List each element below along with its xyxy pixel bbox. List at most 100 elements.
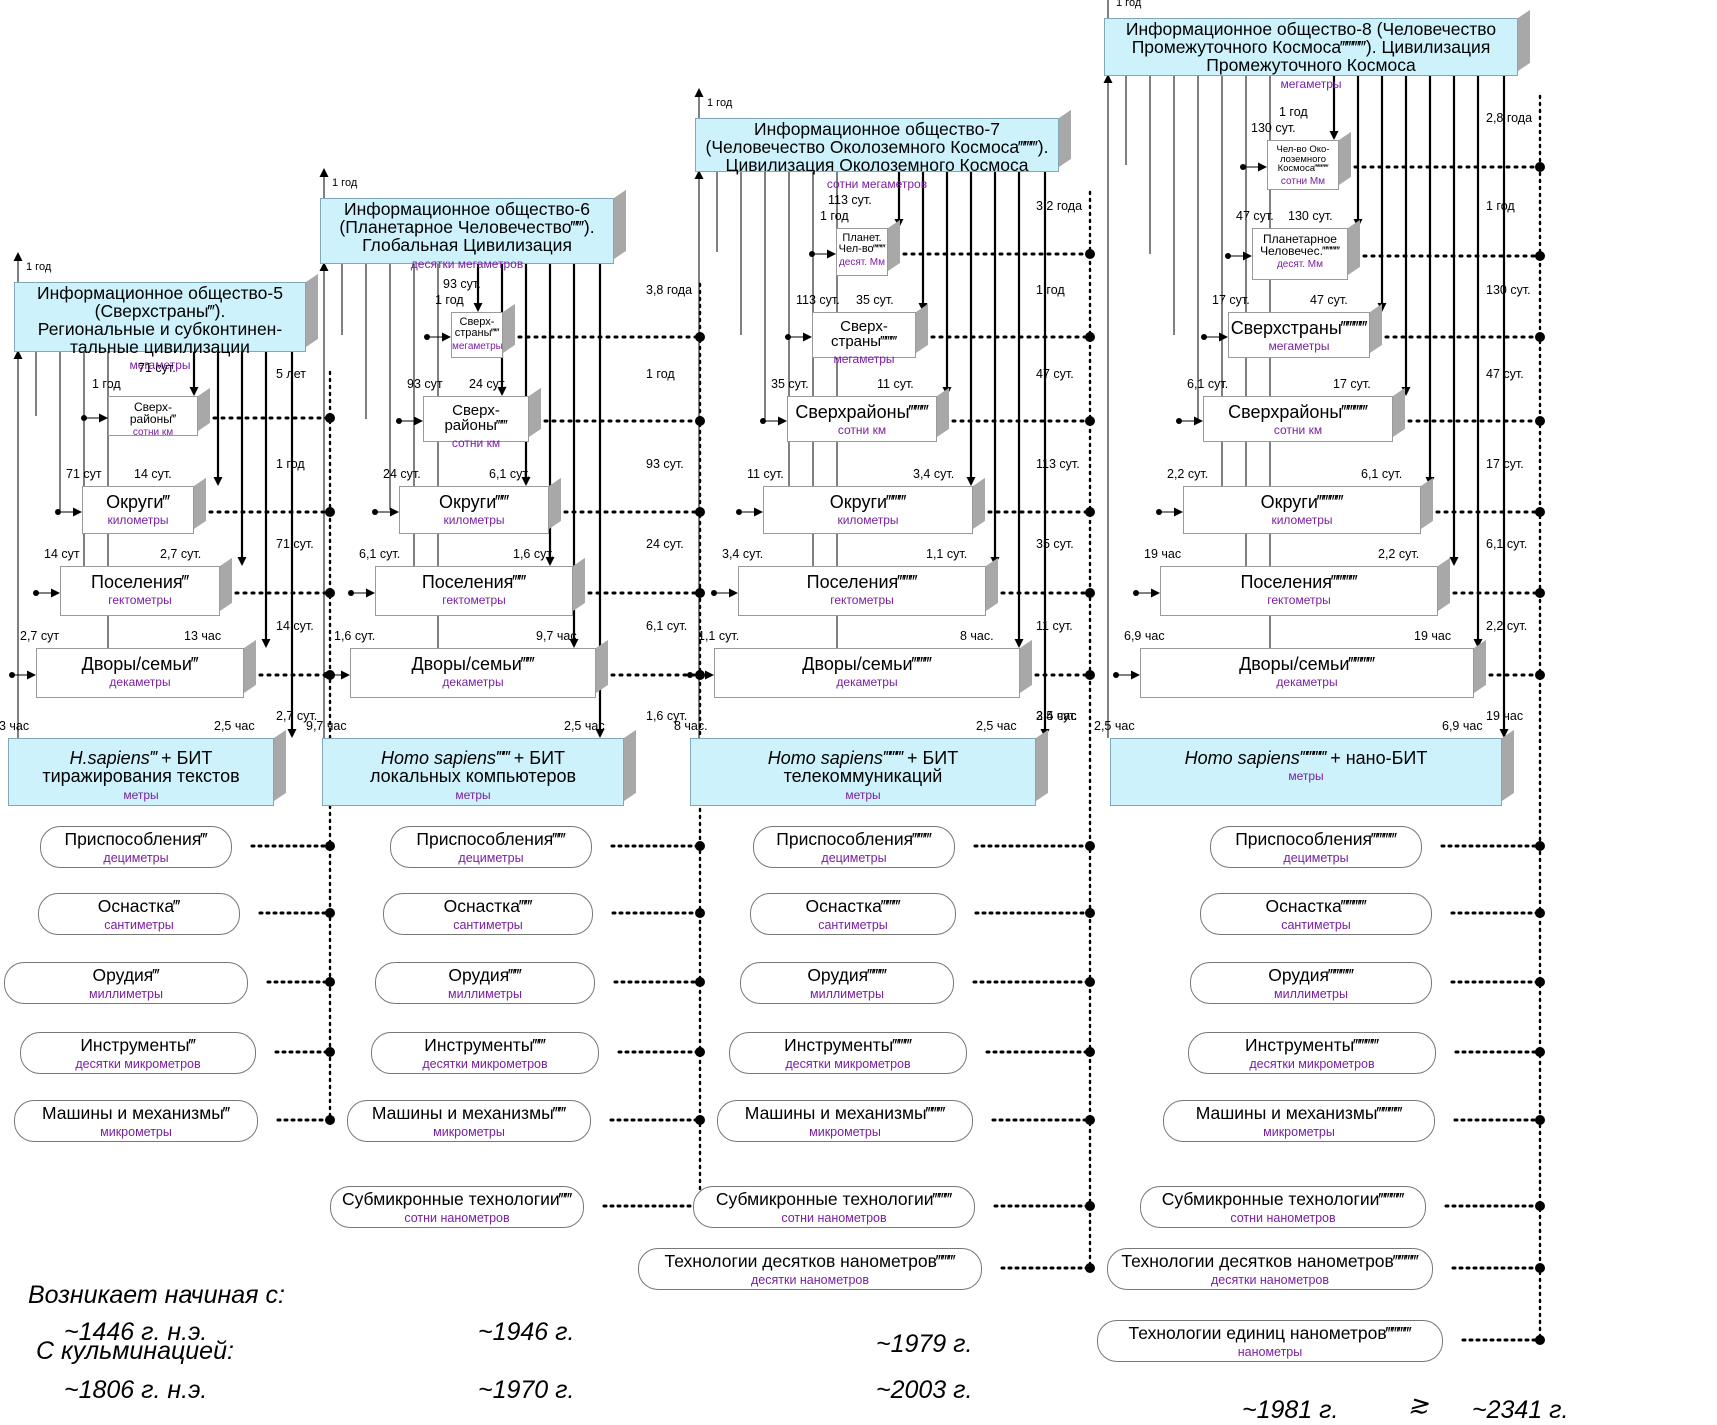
right-time-2-3: 113 сут. [1036, 457, 1080, 471]
tool-pill-2-3: Инструменты‴‴‴десятки микрометров [729, 1032, 967, 1074]
year-start-0: ~1446 г. н.э. [64, 1318, 208, 1346]
tool-pill-2-1-title: Оснастка‴‴‴ [805, 896, 901, 916]
tool-pill-3-5: Субмикронные технологии‴‴‴‴сотни наномет… [1140, 1186, 1426, 1228]
header-society-5-title: Информационное общество-5 (Сверхстраны‴)… [37, 283, 283, 357]
time-label-3-10: 19 час [1144, 547, 1182, 561]
base-box-0-side [274, 729, 286, 801]
base-box-1-title-rest: + БИТ локальных компьютеров [369, 748, 577, 787]
level-box-1-3-scale: гектометры [442, 593, 506, 608]
time-label-0-4: 14 сут [44, 547, 80, 561]
tool-pill-1-4: Машины и механизмы‴‴микрометры [347, 1100, 591, 1142]
level-in-dot-0-1 [55, 509, 61, 515]
tool-bus-dot-0-0 [325, 841, 335, 851]
tool-pill-0-4-title: Машины и механизмы‴ [42, 1103, 230, 1123]
level-box-1-2: Округи‴‴километры [399, 477, 561, 534]
tool-pill-3-4-title: Машины и механизмы‴‴‴‴ [1195, 1103, 1403, 1123]
time-label-0-5: 2,7 сут. [160, 547, 202, 561]
time-label-3-11: 2,2 сут. [1378, 547, 1420, 561]
time-label-2-13: 2,5 час [976, 719, 1017, 733]
level-box-3-1-side [1348, 219, 1360, 275]
level-in-dot-3-0 [1240, 164, 1246, 170]
time-label-1-0: 1 год [435, 293, 464, 307]
level-box-1-0: Сверх- страны‴‴мегаметры [451, 303, 515, 358]
level-box-1-0-title: Сверх- страны‴‴ [454, 316, 500, 340]
header-society-7-title: Информационное общество-7 (Человечество … [705, 119, 1049, 175]
time-label-3-12: 6,9 час [1124, 629, 1165, 643]
header-society-6-scale: десятки мегаметров [410, 256, 524, 271]
time-label-1-9: 9,7 час [536, 629, 577, 643]
level-box-3-0-scale: сотни Мм [1280, 176, 1326, 188]
level-box-3-3-title: Сверхрайоны‴‴‴‴ [1228, 402, 1368, 422]
time-label-2-2: 113 сут. [796, 293, 840, 307]
level-box-0-2-title: Поселения‴ [91, 572, 189, 592]
base-box-0-title: H.sapiens‴ + БИТ тиражирования текстов [9, 749, 273, 786]
level-bus-dot-1-2 [695, 507, 705, 517]
tool-bus-dot-2-3 [1085, 1047, 1095, 1057]
tool-pill-1-0-title: Приспособления‴‴ [416, 829, 566, 849]
tool-pill-3-6-title: Технологии десятков нанометров‴‴‴‴ [1121, 1251, 1419, 1271]
tool-pill-1-4-title: Машины и механизмы‴‴ [371, 1103, 567, 1123]
tool-bus-dot-1-3 [695, 1047, 705, 1057]
level-box-1-3: Поселения‴‴гектометры [375, 557, 585, 616]
year-relation-glyph: ≳ [1408, 1391, 1429, 1419]
tool-pill-1-4-scale: микрометры [433, 1124, 505, 1139]
tool-bus-dot-2-6 [1085, 1263, 1095, 1273]
tool-pill-3-6-scale: десятки нанометров [1210, 1272, 1330, 1287]
level-bus-dot-1-0 [695, 332, 705, 342]
level-bus-dot-2-3 [1085, 507, 1095, 517]
tool-pill-0-0-scale: дециметры [103, 850, 169, 865]
level-bus-dot-0-3 [325, 670, 335, 680]
level-box-3-6-title: Дворы/семьи‴‴‴‴ [1239, 654, 1375, 674]
level-box-2-0: Планет. Чел-во‴‴‴десят. Мм [836, 219, 900, 276]
level-box-2-2-scale: сотни км [837, 423, 887, 438]
level-box-3-2-title: Сверхстраны‴‴‴‴ [1230, 318, 1368, 338]
tool-pill-2-0: Приспособления‴‴‴дециметры [753, 826, 955, 868]
level-box-3-6: Дворы/семьи‴‴‴‴декаметры [1140, 639, 1486, 698]
tool-pill-2-6-title: Технологии десятков нанометров‴‴‴ [664, 1251, 956, 1271]
tool-pill-2-5-scale: сотни нанометров [781, 1210, 887, 1225]
time-label-3-8: 2,2 сут. [1167, 467, 1209, 481]
level-box-2-2-title: Сверхрайоны‴‴‴ [795, 402, 929, 422]
tool-pill-0-1-scale: сантиметры [104, 917, 174, 932]
tool-pill-3-3: Инструменты‴‴‴‴десятки микрометров [1188, 1032, 1436, 1074]
tool-pill-2-5: Субмикронные технологии‴‴‴сотни нанометр… [693, 1186, 975, 1228]
level-box-1-2-title: Округи‴‴ [438, 492, 510, 512]
time-label-2-6: 11 сут. [747, 467, 784, 481]
level-box-2-5: Дворы/семьи‴‴‴декаметры [714, 639, 1032, 698]
level-in-dot-2-5 [687, 672, 693, 678]
base-box-3-scale: метры [1288, 769, 1324, 784]
culmination-label: С кульминацией: [36, 1337, 234, 1365]
level-bus-dot-3-3 [1535, 416, 1545, 426]
tool-pill-2-2-title: Орудия‴‴‴ [807, 965, 887, 985]
right-time-0-3: 14 сут. [276, 619, 314, 633]
time-label-2-3: 35 сут. [856, 293, 894, 307]
base-box-3-title-rest: + нано-БИТ [1325, 748, 1428, 768]
tool-bus-dot-0-2 [325, 977, 335, 987]
base-box-0-title-rest: + БИТ тиражирования текстов [42, 748, 240, 787]
tool-bus-dot-3-4 [1535, 1115, 1545, 1125]
level-in-dot-3-5 [1133, 590, 1139, 596]
level-box-0-2-scale: гектометры [108, 593, 172, 608]
time-label-1-2: 93 сут [407, 377, 443, 391]
level-box-2-5-title: Дворы/семьи‴‴‴ [802, 654, 932, 674]
level-box-0-3-scale: декаметры [109, 675, 171, 690]
tool-pill-0-2-title: Орудия‴ [92, 965, 160, 985]
tool-pill-3-3-title: Инструменты‴‴‴‴ [1245, 1035, 1379, 1055]
level-box-3-4-scale: километры [1271, 513, 1333, 528]
tool-bus-dot-1-4 [695, 1115, 705, 1125]
time-label-2-8: 3,4 сут. [722, 547, 764, 561]
header-top-label-2: 1 год [707, 97, 733, 109]
level-box-2-4-title: Поселения‴‴‴ [806, 572, 918, 592]
right-time-2-5: 11 сут. [1036, 619, 1073, 633]
time-label-1-6: 6,1 сут. [359, 547, 401, 561]
level-in-dot-0-3 [9, 672, 15, 678]
time-label-3-2: 47 сут. [1236, 209, 1274, 223]
level-box-2-0-side [888, 219, 900, 271]
tool-pill-3-7-title: Технологии единиц нанометров‴‴‴‴ [1128, 1323, 1412, 1343]
time-label-1-3: 24 сут. [469, 377, 507, 391]
tool-pill-2-5-title: Субмикронные технологии‴‴‴ [715, 1189, 953, 1209]
time-label-2-11: 8 час. [960, 629, 994, 643]
level-box-3-4-title: Округи‴‴‴‴ [1260, 492, 1344, 512]
header-society-6-title: Информационное общество-6 (Планетарное Ч… [339, 199, 595, 255]
